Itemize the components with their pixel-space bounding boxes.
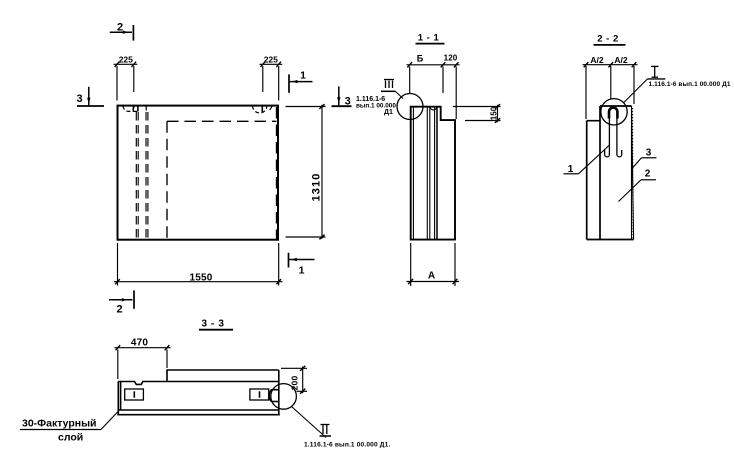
svg-text:3: 3 xyxy=(646,148,652,159)
svg-text:3: 3 xyxy=(345,96,351,108)
svg-text:1: 1 xyxy=(300,70,306,82)
svg-text:470: 470 xyxy=(131,337,149,348)
svg-text:1 - 1: 1 - 1 xyxy=(418,32,440,43)
svg-text:1.116.1-6: 1.116.1-6 xyxy=(356,96,385,103)
svg-text:2: 2 xyxy=(117,21,123,33)
svg-text:вып.1 00.000: вып.1 00.000 xyxy=(356,102,396,109)
svg-text:225: 225 xyxy=(264,55,278,65)
svg-text:150: 150 xyxy=(489,106,498,120)
svg-text:2: 2 xyxy=(645,169,651,180)
svg-text:1.116.1-6 вып.1 00.000 Д1: 1.116.1-6 вып.1 00.000 Д1 xyxy=(649,81,731,88)
svg-text:1550: 1550 xyxy=(189,273,212,284)
svg-text:слой: слой xyxy=(58,432,83,444)
svg-text:2 - 2: 2 - 2 xyxy=(597,33,619,44)
svg-text:2: 2 xyxy=(116,304,122,316)
svg-text:Д1: Д1 xyxy=(384,109,393,116)
svg-text:200: 200 xyxy=(289,376,299,391)
svg-text:30-Фактурный: 30-Фактурный xyxy=(22,418,97,430)
svg-text:Б: Б xyxy=(417,54,424,64)
svg-text:1310: 1310 xyxy=(311,173,323,202)
svg-text:А: А xyxy=(428,271,435,282)
svg-text:1: 1 xyxy=(568,164,574,175)
svg-text:А/2: А/2 xyxy=(614,55,628,65)
svg-text:1: 1 xyxy=(299,265,305,277)
svg-text:1.116.1-6 вып.1 00.000 Д1.: 1.116.1-6 вып.1 00.000 Д1. xyxy=(304,442,390,449)
svg-text:А/2: А/2 xyxy=(590,55,604,65)
svg-text:225: 225 xyxy=(119,55,133,65)
svg-text:120: 120 xyxy=(444,54,458,63)
svg-text:3 - 3: 3 - 3 xyxy=(201,318,224,329)
svg-text:3: 3 xyxy=(76,93,82,105)
